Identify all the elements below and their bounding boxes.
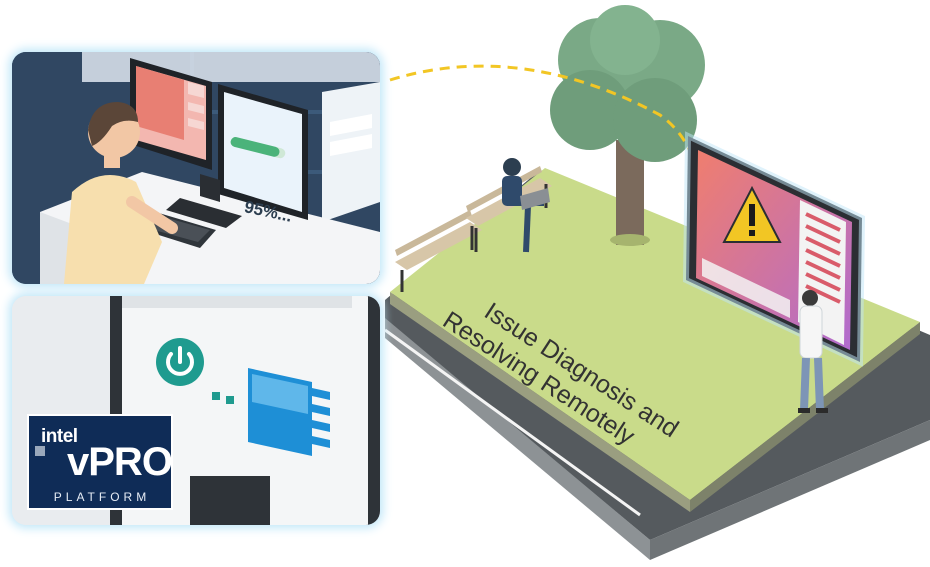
badge-brand: intel — [41, 426, 78, 447]
bench-front — [395, 210, 482, 292]
desk-illustration — [12, 52, 380, 284]
warning-icon — [722, 185, 782, 243]
woman-with-laptop — [502, 158, 550, 253]
intel-square-icon — [35, 446, 45, 456]
tree-crown-4 — [613, 78, 697, 162]
tree-shadow — [610, 234, 650, 246]
desk-operator-panel: 95%... — [12, 52, 380, 284]
road-line — [384, 328, 641, 517]
road-side — [650, 420, 930, 560]
intel-vpro-badge: intel vPRO PLATFORM — [27, 414, 173, 510]
grass-plate — [390, 168, 920, 500]
tree-crown-5 — [590, 5, 660, 75]
grass-edge-side — [690, 322, 920, 512]
tree-crown-3 — [550, 70, 630, 150]
grass-edge-front — [390, 292, 690, 512]
badge-product: vPRO — [67, 440, 173, 484]
badge-tagline: PLATFORM — [53, 490, 151, 504]
technician — [798, 290, 828, 413]
power-icon — [156, 338, 204, 386]
